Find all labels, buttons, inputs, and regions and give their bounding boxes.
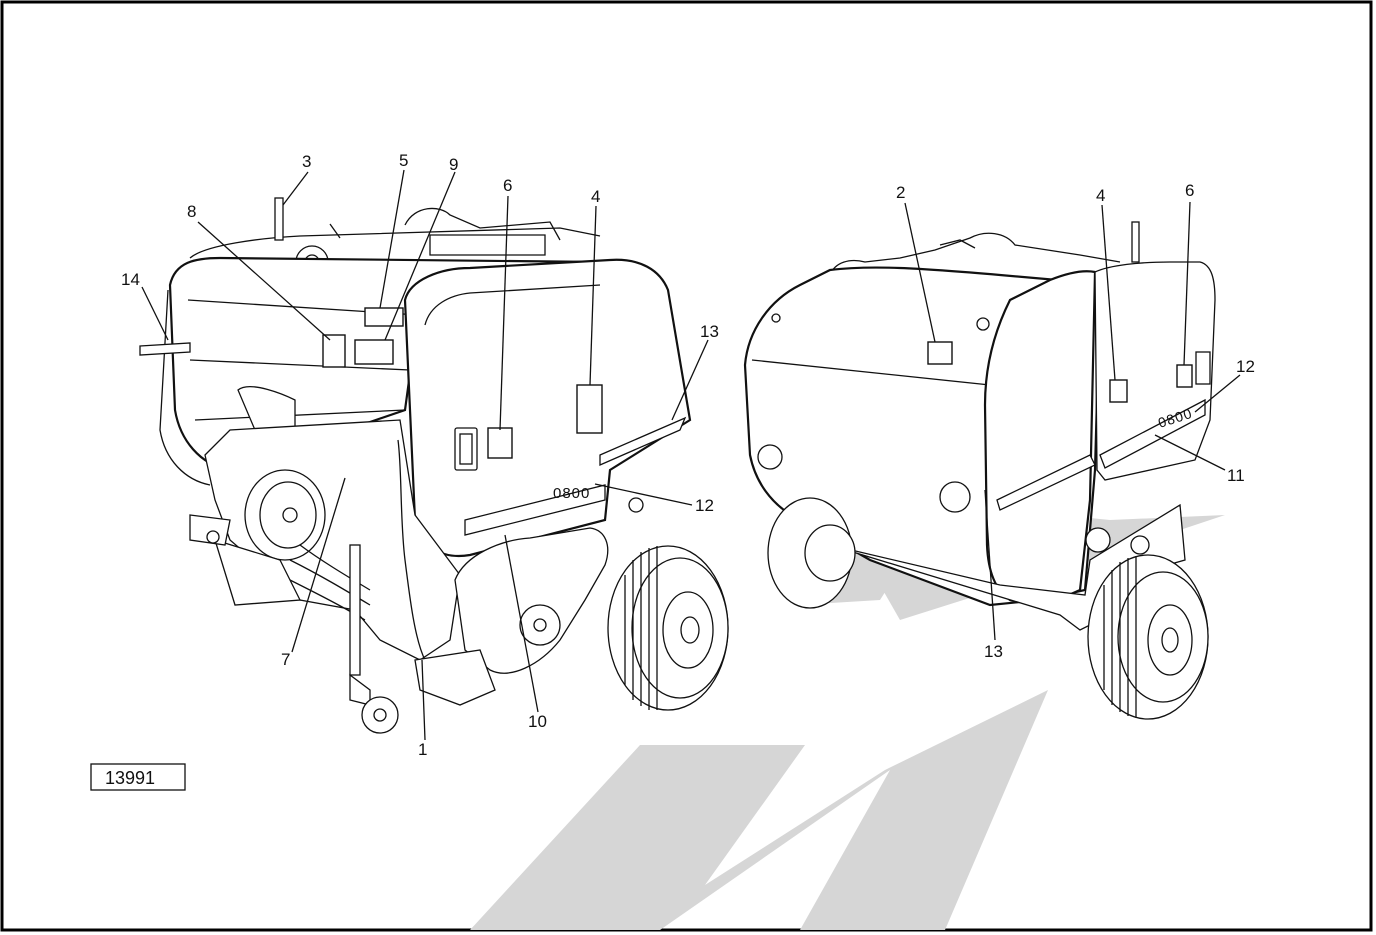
callout-4-right: 4 [1096,186,1105,205]
right-baler-drawing: 0800 [743,221,1216,720]
left-callouts: 3 5 9 6 4 8 14 13 12 7 10 1 [121,151,719,759]
left-baler-drawing: 0800 [139,197,729,734]
right-callouts: 2 4 6 12 11 13 [896,181,1255,661]
left-leader-lines [141,169,709,741]
callout-6-right: 6 [1185,181,1194,200]
callout-1: 1 [418,740,427,759]
callout-11: 11 [1227,466,1245,485]
callout-5: 5 [399,151,408,170]
callout-12: 12 [695,496,714,515]
figure-id: 13991 [105,768,155,788]
callout-6: 6 [503,176,512,195]
callout-8: 8 [187,202,196,221]
right-leader-lines [904,201,1241,641]
callout-13: 13 [700,322,719,341]
left-serial-plate: 0800 [553,485,590,502]
callout-13-right: 13 [984,642,1003,661]
callout-3: 3 [302,152,311,171]
callout-14: 14 [121,270,140,289]
callout-4: 4 [591,187,600,206]
figure-id-box: 13991 [90,763,186,791]
callout-10: 10 [528,712,547,731]
callout-2: 2 [896,183,905,202]
callout-9: 9 [449,155,458,174]
callout-7: 7 [281,650,290,669]
callout-12-right: 12 [1236,357,1255,376]
